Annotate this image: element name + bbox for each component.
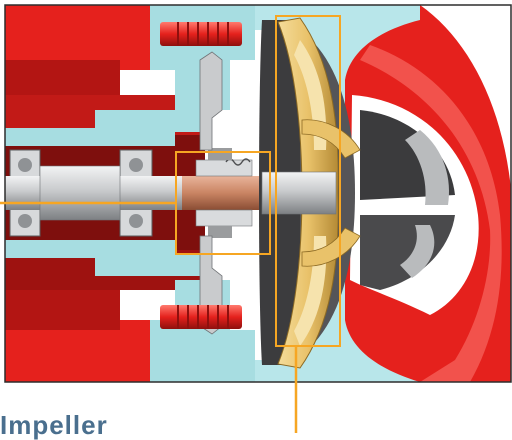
- callout-box-impeller: [275, 15, 341, 347]
- casing-cover-bottom-right: [255, 270, 420, 382]
- shaft-collar: [39, 165, 121, 221]
- motor-bracket-bottom-shade: [5, 290, 120, 330]
- motor-bracket-top-shade: [5, 60, 120, 95]
- casing-band-mid-top: [95, 110, 205, 132]
- volute-vane: [405, 130, 450, 205]
- casing-band-top: [5, 128, 175, 146]
- volute-housing-highlight: [360, 45, 502, 382]
- casing-band-mid-bottom: [95, 254, 205, 276]
- seal-plate-top: [199, 51, 223, 151]
- diagram-frame: [4, 4, 512, 383]
- casing-cover-top-right: [255, 5, 420, 120]
- volute-vane-2: [400, 225, 435, 278]
- casing-band-bottom: [5, 240, 175, 258]
- bolt-bottom-icon: [160, 305, 242, 329]
- impeller-hub: [261, 171, 337, 215]
- impeller-caption: Impeller: [0, 410, 108, 440]
- bolt-top-icon: [160, 22, 242, 46]
- mechanical-seal-icon: [182, 148, 262, 238]
